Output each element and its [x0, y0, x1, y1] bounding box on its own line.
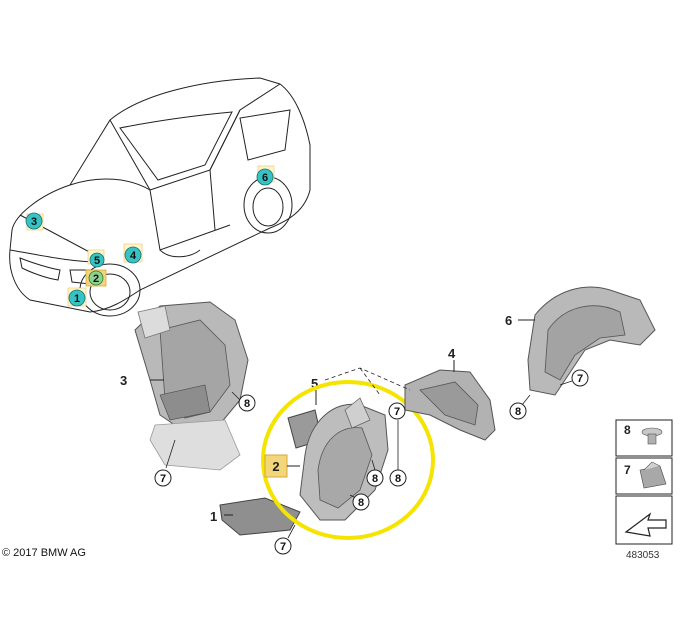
diagram-code: 483053	[626, 550, 660, 561]
callout-7-bottom[interactable]: 7	[274, 524, 296, 555]
circle-callouts: 8 7 7 8 8 8 7	[154, 369, 589, 555]
legend-panel: 8 7	[615, 419, 673, 545]
svg-text:7: 7	[577, 373, 583, 385]
car-callout-2[interactable]: 2	[85, 269, 107, 287]
car-callout-4-text: 4	[130, 250, 137, 262]
car-callout-5-text: 5	[94, 255, 100, 267]
callout-8-mid[interactable]: 8	[366, 459, 384, 487]
part-label-4: 4	[448, 346, 456, 361]
svg-text:8: 8	[395, 473, 401, 485]
callout-8-left[interactable]: 8	[231, 391, 256, 412]
part-label-1: 1	[210, 509, 217, 524]
car-callout-6[interactable]: 6	[256, 165, 275, 186]
arrow-icon	[624, 512, 667, 537]
car-callout-1[interactable]: 1	[67, 287, 87, 307]
svg-text:7: 7	[160, 473, 166, 485]
part-label-2: 2	[272, 459, 279, 474]
svg-text:8: 8	[244, 398, 250, 410]
nut-clip-icon	[639, 461, 667, 489]
callout-8-lower[interactable]: 8	[349, 493, 370, 511]
car-callout-5[interactable]: 5	[87, 249, 105, 268]
part-label-3: 3	[120, 373, 127, 388]
callout-7-top[interactable]: 7	[388, 402, 406, 420]
svg-text:8: 8	[515, 406, 521, 418]
svg-text:7: 7	[624, 463, 631, 477]
svg-text:7: 7	[394, 406, 400, 418]
car-callout-3-text: 3	[31, 216, 37, 228]
legend-item-7[interactable]: 7	[615, 457, 673, 495]
part-2-wheel-liner	[299, 397, 389, 521]
part-label-5: 5	[311, 376, 318, 391]
car-callout-1-text: 1	[74, 293, 80, 305]
svg-text:7: 7	[280, 541, 286, 553]
copyright: © 2017 BMW AG	[2, 547, 86, 559]
part-4-wheel-liner	[404, 369, 496, 441]
car-callout-3[interactable]: 3	[25, 212, 44, 231]
car-callout-4[interactable]: 4	[123, 243, 143, 264]
part-label-6: 6	[505, 313, 512, 328]
car-callouts: 3 6 5 2 4 1	[25, 165, 275, 307]
callout-7-right[interactable]: 7	[559, 369, 589, 387]
screw-clip-icon	[641, 427, 663, 445]
car-callout-6-text: 6	[262, 172, 268, 184]
car-callout-2-text: 2	[93, 273, 99, 285]
highlight-ring	[261, 380, 435, 540]
callout-8-right[interactable]: 8	[389, 420, 407, 487]
dashed-guides	[324, 367, 411, 396]
car-outline	[9, 77, 311, 317]
legend-arrow	[615, 495, 673, 545]
part-6-wheel-liner	[527, 286, 656, 396]
part-3-wheel-liner	[134, 301, 249, 471]
svg-text:8: 8	[358, 497, 364, 509]
svg-text:8: 8	[372, 473, 378, 485]
callout-7-left[interactable]: 7	[154, 439, 176, 487]
callout-8-far-right[interactable]: 8	[509, 394, 531, 420]
svg-text:8: 8	[624, 423, 631, 437]
legend-item-8[interactable]: 8	[615, 419, 673, 457]
